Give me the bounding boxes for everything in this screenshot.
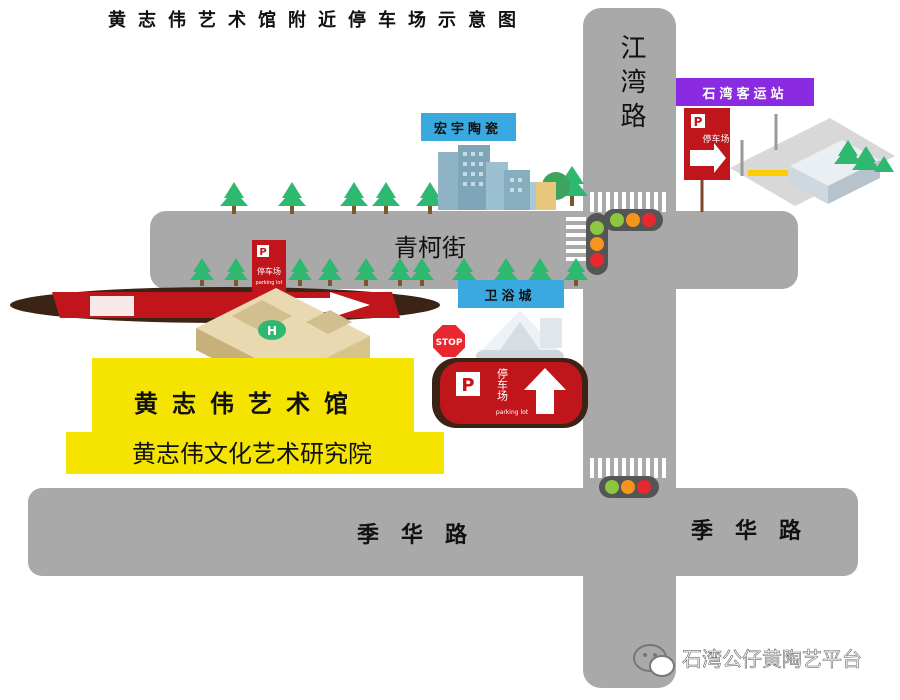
tree-row-south: [190, 258, 588, 286]
road-label-jihua-east: 季华路: [691, 518, 823, 544]
traffic-light-top: [603, 209, 663, 231]
parking-sign-bus-p: P: [694, 115, 703, 129]
bus-station-illustration: [730, 114, 895, 206]
parking-sign-west-en: parking lot: [256, 280, 283, 286]
institute-label: 黄志伟文化艺术研究院: [132, 440, 372, 468]
crosswalk-top: [590, 192, 666, 212]
hongyu-buildings: [438, 145, 570, 210]
bathroom-city-label: 卫浴城: [484, 288, 535, 304]
crosswalk-bottom: [590, 458, 666, 478]
watermark-text: 石湾公仔黄陶艺平台: [682, 647, 862, 671]
institute-label-box: [66, 432, 444, 474]
road-label-jiangwan: 江湾路: [616, 34, 646, 136]
museum-label-box: [92, 358, 414, 432]
museum-helipad: H: [267, 324, 277, 338]
bus-station-label-box: [676, 78, 814, 106]
parking-center-vertical-text: 停车场: [496, 367, 509, 402]
svg-text:停车场: 停车场: [496, 367, 509, 402]
wechat-icon: [633, 644, 675, 677]
map-title: 黄志伟艺术馆附近停车场示意图: [108, 9, 528, 31]
museum-label: 黄志伟艺术馆: [134, 390, 362, 418]
parking-sign-west-cn: 停车场: [257, 266, 281, 276]
parking-west-p-mark: [90, 296, 134, 316]
bathroom-city-label-box: [458, 280, 564, 308]
road-qingke-street: [150, 211, 798, 289]
stop-sign-text: STOP: [436, 338, 463, 348]
svg-text:江湾路: 江湾路: [616, 34, 646, 136]
parking-center-en: parking lot: [496, 409, 529, 416]
parking-sign-west: [252, 240, 286, 292]
parking-center-p: P: [461, 375, 474, 396]
parking-sign-bus-station: [684, 108, 730, 212]
parking-center-arrow: [524, 368, 566, 414]
hongyu-label: 宏宇陶瓷: [434, 121, 502, 137]
traffic-light-left: [586, 213, 608, 275]
parking-center-p-box: [456, 372, 480, 396]
road-label-jihua-west: 季华路: [357, 522, 489, 548]
road-jiangwan: [583, 8, 676, 688]
parking-sign-bus-cn: 停车场: [702, 133, 729, 145]
traffic-light-bottom: [599, 476, 659, 498]
parking-sign-west-p: P: [259, 247, 266, 258]
road-label-qingke: 青柯街: [394, 234, 466, 262]
hongyu-label-box: [421, 113, 516, 141]
bus-station-label: 石湾客运站: [701, 86, 787, 102]
